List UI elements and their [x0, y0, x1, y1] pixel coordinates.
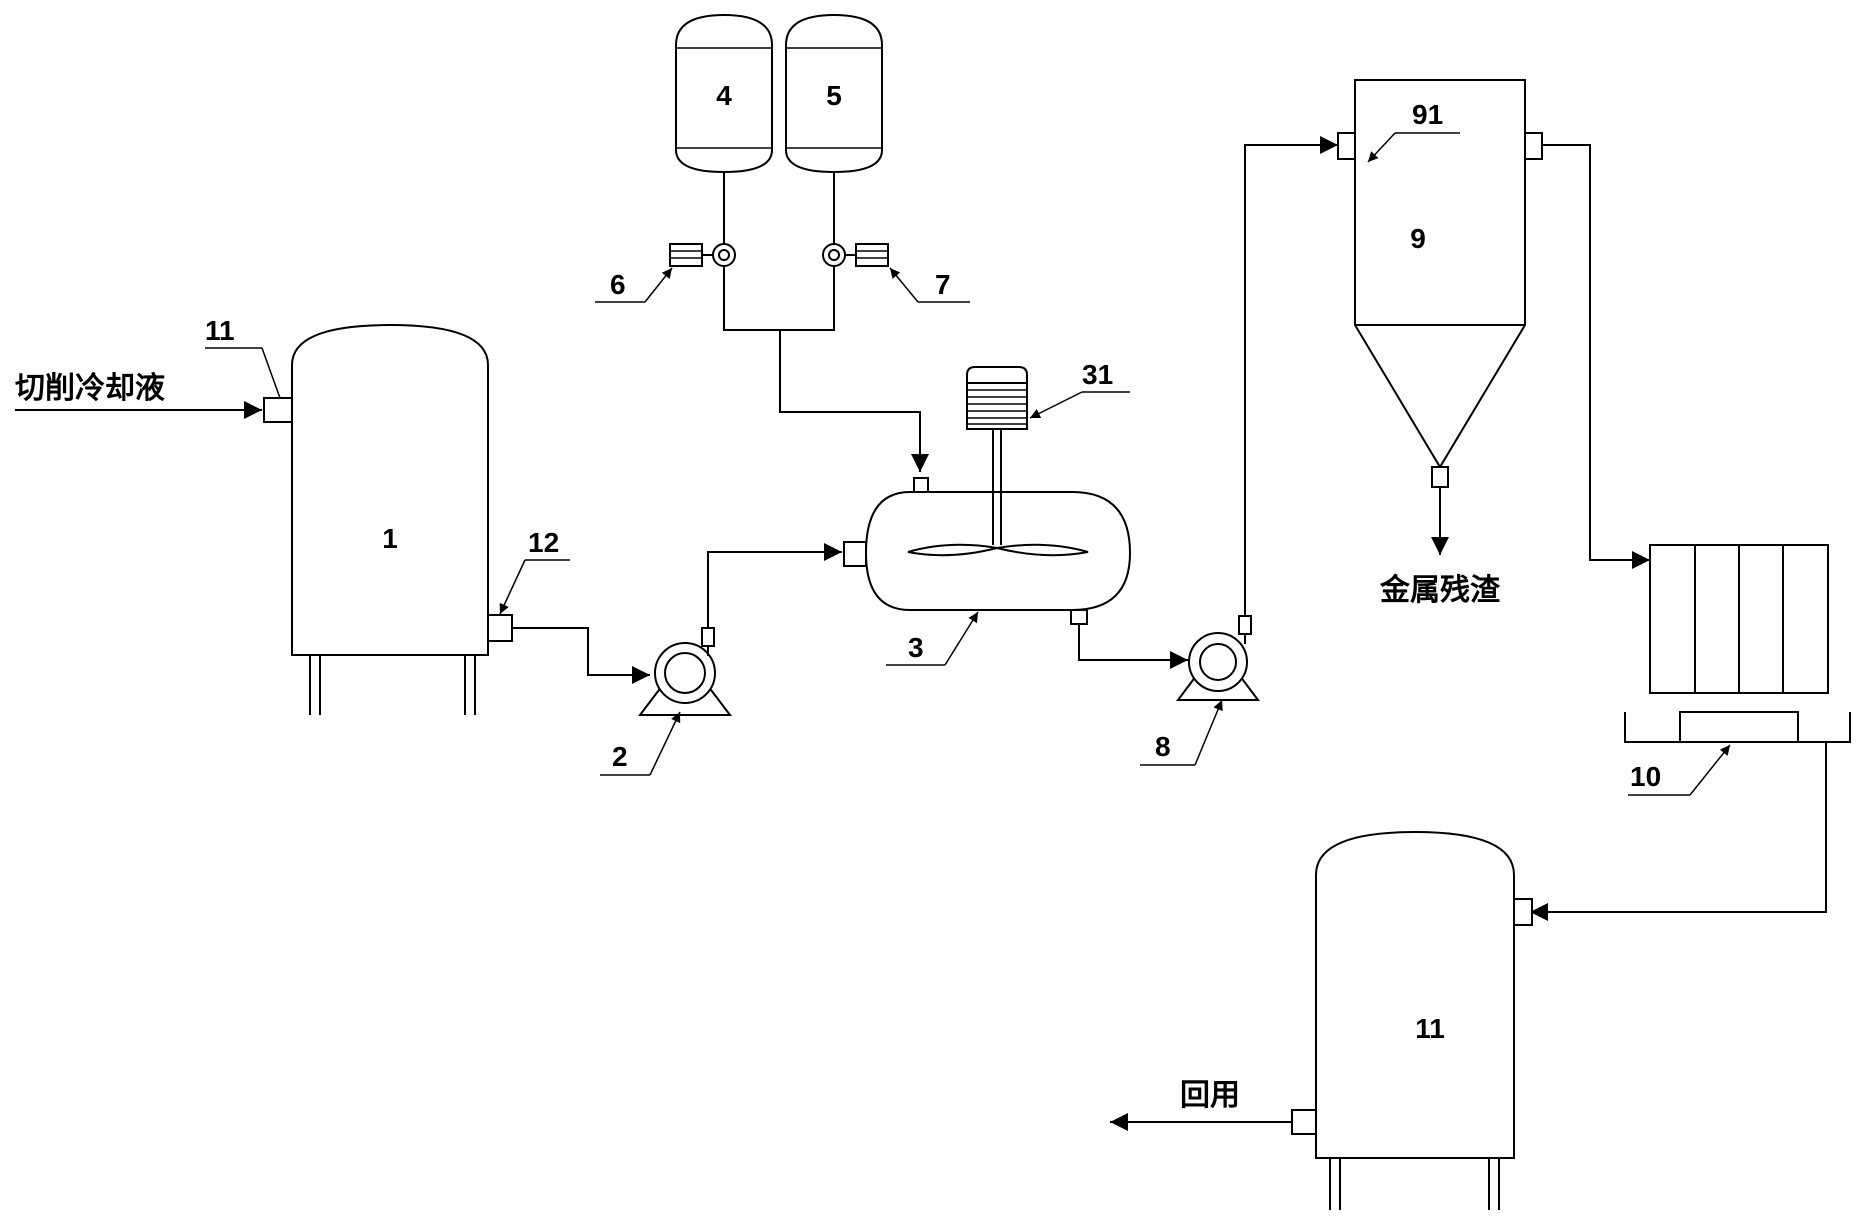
leader-arrow-7 — [889, 267, 919, 303]
pump-8 — [1176, 615, 1260, 701]
label-pump-8: 8 — [1155, 731, 1171, 762]
separator-9 — [1337, 79, 1543, 488]
leader-arrow-6 — [644, 267, 673, 303]
pipe-dosing-to-tank3 — [779, 330, 929, 472]
leader-arrow-2 — [649, 711, 681, 776]
label-coolant-in: 切削冷却液 — [15, 372, 165, 405]
label-separator-9: 9 — [1410, 223, 1426, 254]
filter-10 — [1624, 544, 1851, 743]
label-agitator-31: 31 — [1082, 359, 1113, 390]
leader-arrow-31 — [1029, 391, 1083, 419]
agitator-motor-31 — [966, 366, 1028, 430]
label-reuse: 回用 — [1180, 1079, 1240, 1112]
leader-arrow-10 — [1689, 744, 1731, 796]
pump-2 — [637, 627, 733, 716]
leader-line-11-inlet-slant — [261, 347, 281, 399]
leader-arrow-91 — [1367, 132, 1396, 163]
label-metering-pump-7: 7 — [935, 269, 951, 300]
tank-11 — [1291, 830, 1533, 1210]
metering-pump-6 — [669, 243, 736, 267]
label-inlet-91: 91 — [1412, 99, 1443, 130]
leader-arrow-12 — [499, 559, 526, 615]
metering-pump-7 — [822, 243, 889, 267]
label-pump-2: 2 — [612, 741, 628, 772]
label-metal-residue: 金属残渣 — [1379, 573, 1501, 607]
pipe-pump2-to-tank3 — [707, 543, 842, 628]
label-dosing-tank-4: 4 — [716, 80, 732, 111]
label-outlet-12: 12 — [528, 527, 559, 558]
label-dosing-tank-5: 5 — [826, 80, 842, 111]
label-metering-pump-6: 6 — [610, 269, 626, 300]
label-tank-11: 11 — [1415, 1013, 1445, 1044]
label-inlet-11: 11 — [205, 315, 235, 346]
pipe-tank1-to-pump2 — [512, 627, 650, 684]
pipe-dosing-header — [723, 172, 835, 331]
pipe-filter10-to-tank11 — [1530, 742, 1827, 921]
pipe-separator9-to-filter10 — [1542, 144, 1650, 569]
pipe-tank3-to-pump8 — [1078, 624, 1188, 669]
tank-1 — [263, 323, 513, 715]
leader-arrow-8 — [1194, 699, 1223, 766]
label-tank-1: 1 — [382, 523, 398, 554]
pipe-pump8-to-separator9 — [1244, 136, 1338, 616]
mixing-tank-3 — [843, 410, 1132, 625]
dosing-tank-4 — [675, 13, 773, 174]
label-mixing-tank-3: 3 — [908, 632, 924, 663]
leader-arrow-3 — [944, 611, 979, 666]
label-filter-10: 10 — [1630, 761, 1661, 792]
dosing-tank-5 — [785, 13, 883, 174]
